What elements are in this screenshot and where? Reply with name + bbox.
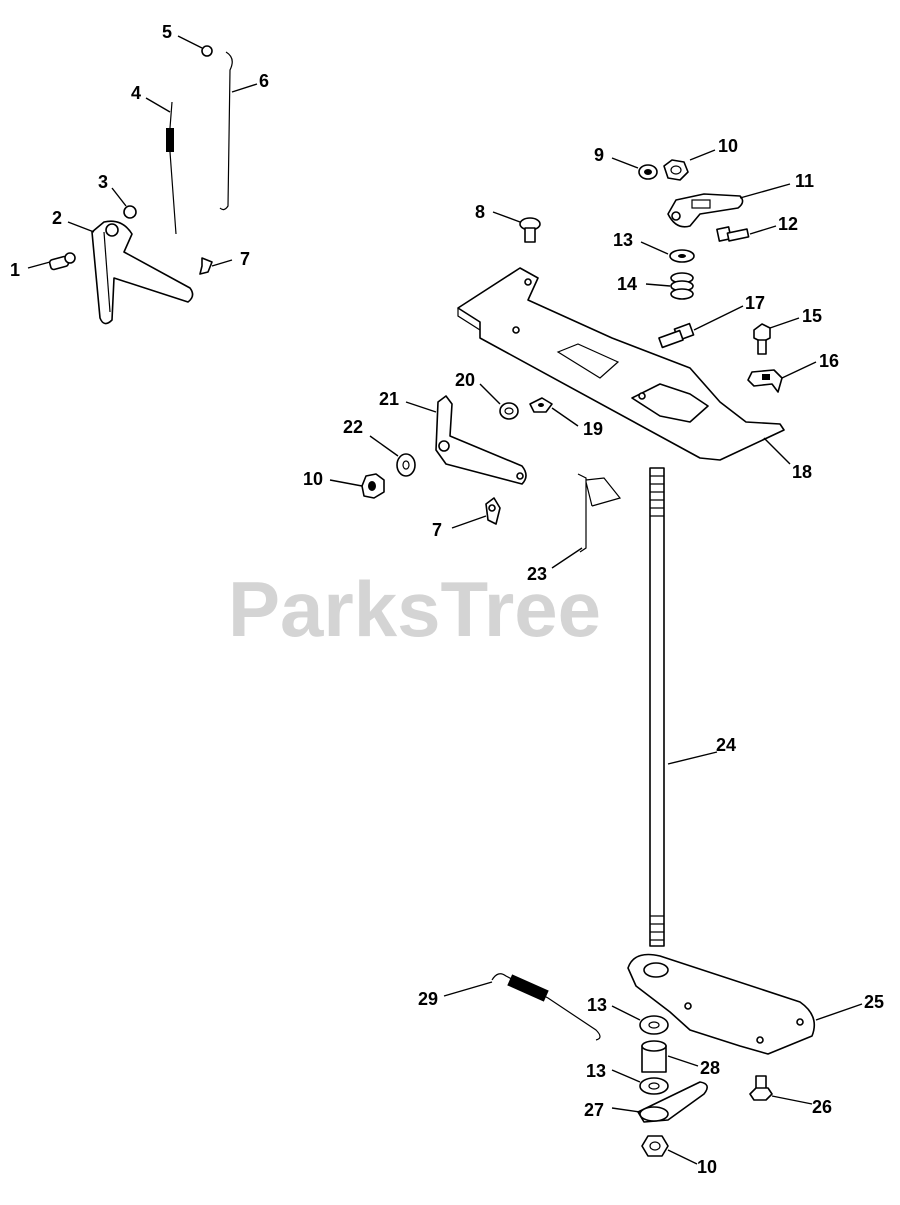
callout-20: 20 — [455, 370, 475, 390]
part-8-screw — [519, 217, 541, 243]
callout-23: 23 — [527, 564, 547, 584]
part-10-hexnut-top — [663, 159, 689, 181]
callout-28: 28 — [700, 1058, 720, 1078]
callout-24: 24 — [716, 735, 736, 755]
part-19-squarenut — [529, 397, 553, 413]
callout-7-upper: 7 — [240, 249, 250, 269]
part-7-clip-upper — [199, 257, 213, 275]
part-11-bracket — [667, 193, 744, 228]
callout-21: 21 — [379, 389, 399, 409]
callout-13-top: 13 — [613, 230, 633, 250]
part-13-washer-top — [669, 249, 695, 263]
watermark-text: ParksTree — [228, 565, 601, 653]
callout-12: 12 — [778, 214, 798, 234]
callout-16: 16 — [819, 351, 839, 371]
callout-10-top: 10 — [718, 136, 738, 156]
part-16-clip — [747, 369, 783, 393]
part-18-main-bracket — [457, 267, 785, 461]
callout-14: 14 — [617, 274, 637, 294]
part-23-wire-link — [577, 473, 622, 553]
part-15-bolt — [753, 323, 771, 355]
part-27-arm — [637, 1081, 708, 1123]
callout-11: 11 — [795, 171, 814, 191]
callout-4: 4 — [131, 83, 141, 103]
part-2-lever — [91, 220, 194, 325]
part-10-nut-middle — [361, 473, 385, 499]
callout-6: 6 — [259, 71, 269, 91]
part-4-spring-rod — [166, 101, 177, 235]
callout-7-middle: 7 — [432, 520, 442, 540]
part-25-plate — [627, 953, 816, 1055]
part-5-cap — [201, 45, 213, 57]
part-28-spacer — [641, 1040, 667, 1073]
part-21-arm — [435, 395, 527, 485]
part-9-locknut — [638, 164, 658, 180]
callout-19: 19 — [583, 419, 603, 439]
callout-13-lower-1: 13 — [587, 995, 607, 1015]
callout-13-lower-2: 13 — [586, 1061, 606, 1081]
callout-1: 1 — [10, 260, 20, 280]
callout-2: 2 — [52, 208, 62, 228]
callout-27: 27 — [584, 1100, 604, 1120]
part-13-washer-lower-2 — [639, 1077, 669, 1095]
callout-9: 9 — [594, 145, 604, 165]
part-6-rod — [219, 51, 233, 211]
part-29-spring — [491, 973, 601, 1041]
part-12-bolt — [716, 226, 750, 242]
callout-8: 8 — [475, 202, 485, 222]
part-22-washer — [396, 453, 416, 477]
part-3-ball — [123, 205, 137, 219]
part-20-washer — [499, 402, 519, 420]
callout-labels: 1 2 3 4 5 6 7 8 9 10 11 12 13 14 15 17 1… — [10, 22, 884, 1177]
callout-5: 5 — [162, 22, 172, 42]
callout-29: 29 — [418, 989, 438, 1009]
callout-10-bottom: 10 — [697, 1157, 717, 1177]
part-7-clip-middle — [485, 497, 501, 525]
callout-17: 17 — [745, 293, 765, 313]
part-14-spring — [670, 272, 694, 300]
callout-22: 22 — [343, 417, 363, 437]
leader-lines — [27, 35, 863, 1165]
callout-26: 26 — [812, 1097, 832, 1117]
part-26-bolt — [749, 1075, 773, 1101]
part-17-shoulder-bolt — [658, 322, 695, 349]
callout-3: 3 — [98, 172, 108, 192]
part-13-washer-lower-1 — [639, 1015, 669, 1035]
part-24-threaded-rod — [649, 467, 665, 947]
part-1-bolt — [48, 252, 76, 271]
part-10-nut-bottom — [641, 1135, 669, 1157]
callout-18: 18 — [792, 462, 812, 482]
callout-25: 25 — [864, 992, 884, 1012]
callout-10-middle: 10 — [303, 469, 323, 489]
callout-15: 15 — [802, 306, 822, 326]
